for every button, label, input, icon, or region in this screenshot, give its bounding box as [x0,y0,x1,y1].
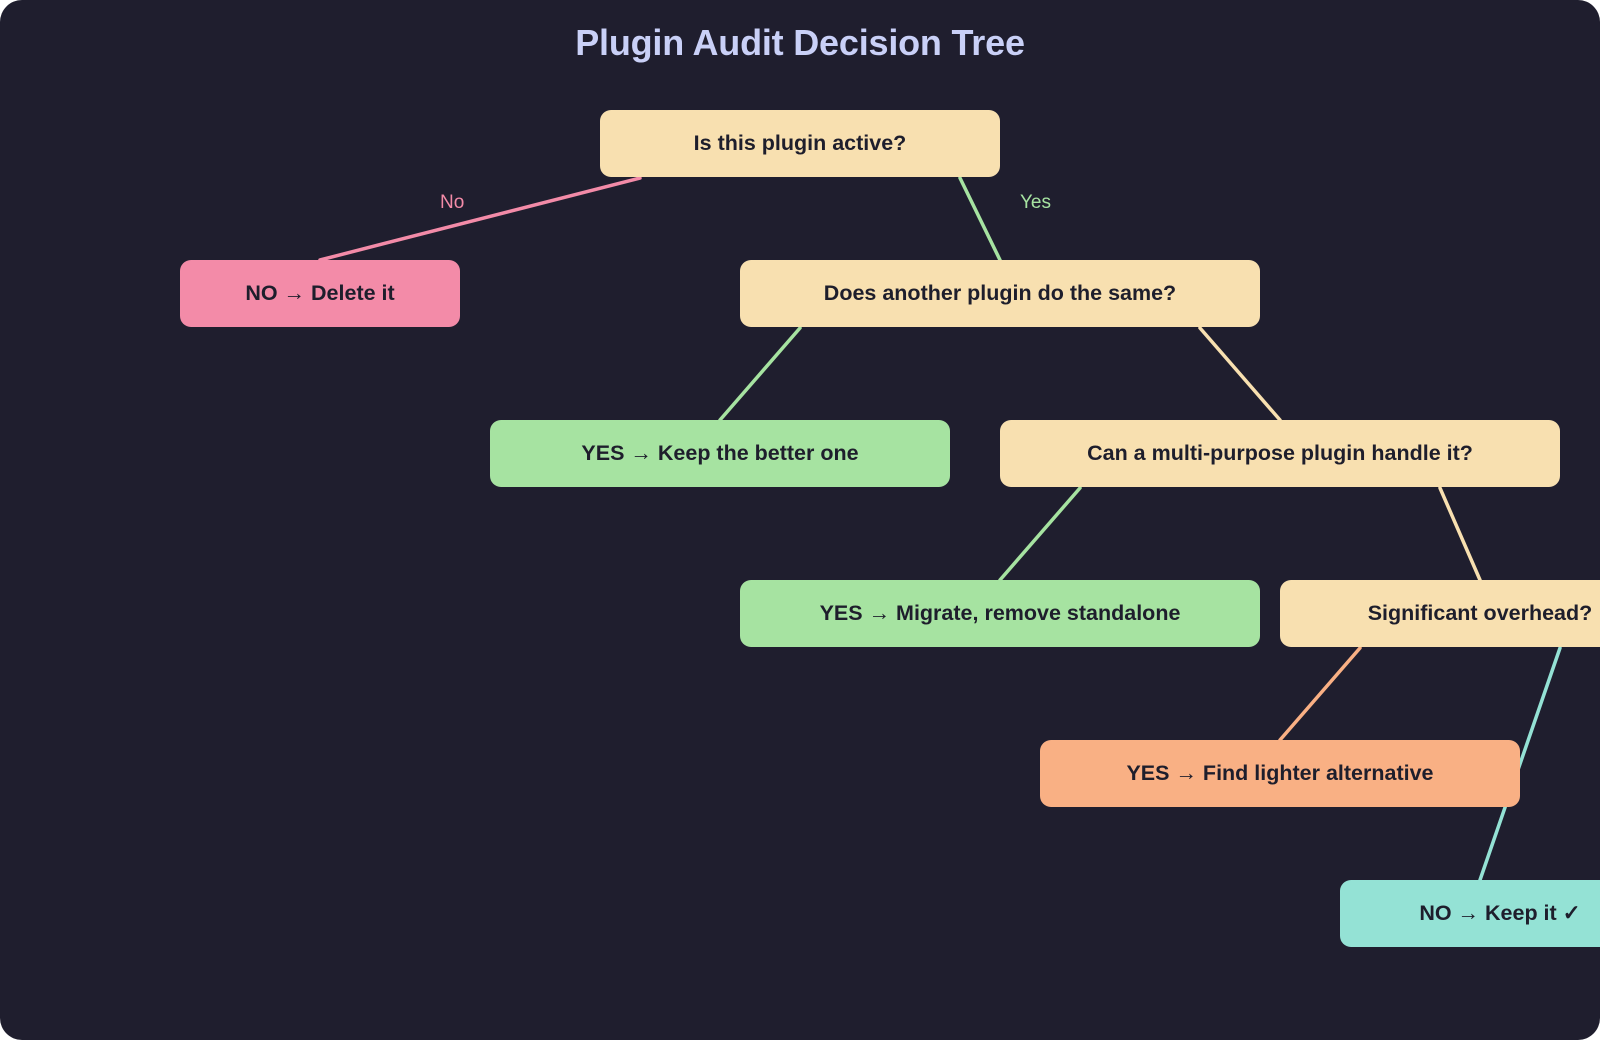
edge-multi-yes [998,486,1082,582]
question-plugin-active-label: Is this plugin active? [693,131,907,155]
outcome-keep-it: NO → Keep it ✓ [1340,880,1600,947]
question-overhead-label: Significant overhead? [1367,601,1593,625]
question-duplicate-plugin-label: Does another plugin do the same? [823,281,1177,305]
outcome-migrate: YES → Migrate, remove standalone [740,580,1260,647]
edge-label-no: No [440,192,465,213]
edge-active-yes [958,176,1002,262]
edge-active-no [318,176,642,262]
question-plugin-active: Is this plugin active? [600,110,1000,177]
question-multi-purpose: Can a multi-purpose plugin handle it? [1000,420,1560,487]
question-multi-purpose-label: Can a multi-purpose plugin handle it? [1087,441,1473,465]
edge-duplicate-yes [718,326,802,422]
question-overhead: Significant overhead? [1280,580,1600,647]
edge-overhead-yes [1278,646,1362,742]
outcome-keep-it-label: NO → Keep it ✓ [1419,901,1581,925]
edge-label-yes: Yes [1020,192,1051,213]
outcome-lighter-alternative: YES → Find lighter alternative [1040,740,1520,807]
diagram-title: Plugin Audit Decision Tree [575,22,1025,63]
outcome-delete: NO → Delete it [180,260,460,327]
outcome-delete-label: NO → Delete it [245,281,395,305]
edge-overhead-no [1478,646,1562,882]
edge-duplicate-no [1198,326,1282,422]
outcome-keep-better-label: YES → Keep the better one [581,441,859,465]
question-duplicate-plugin: Does another plugin do the same? [740,260,1260,327]
outcome-migrate-label: YES → Migrate, remove standalone [819,601,1181,625]
outcome-lighter-alternative-label: YES → Find lighter alternative [1126,761,1434,785]
outcome-keep-better: YES → Keep the better one [490,420,950,487]
edge-multi-no [1438,486,1482,582]
